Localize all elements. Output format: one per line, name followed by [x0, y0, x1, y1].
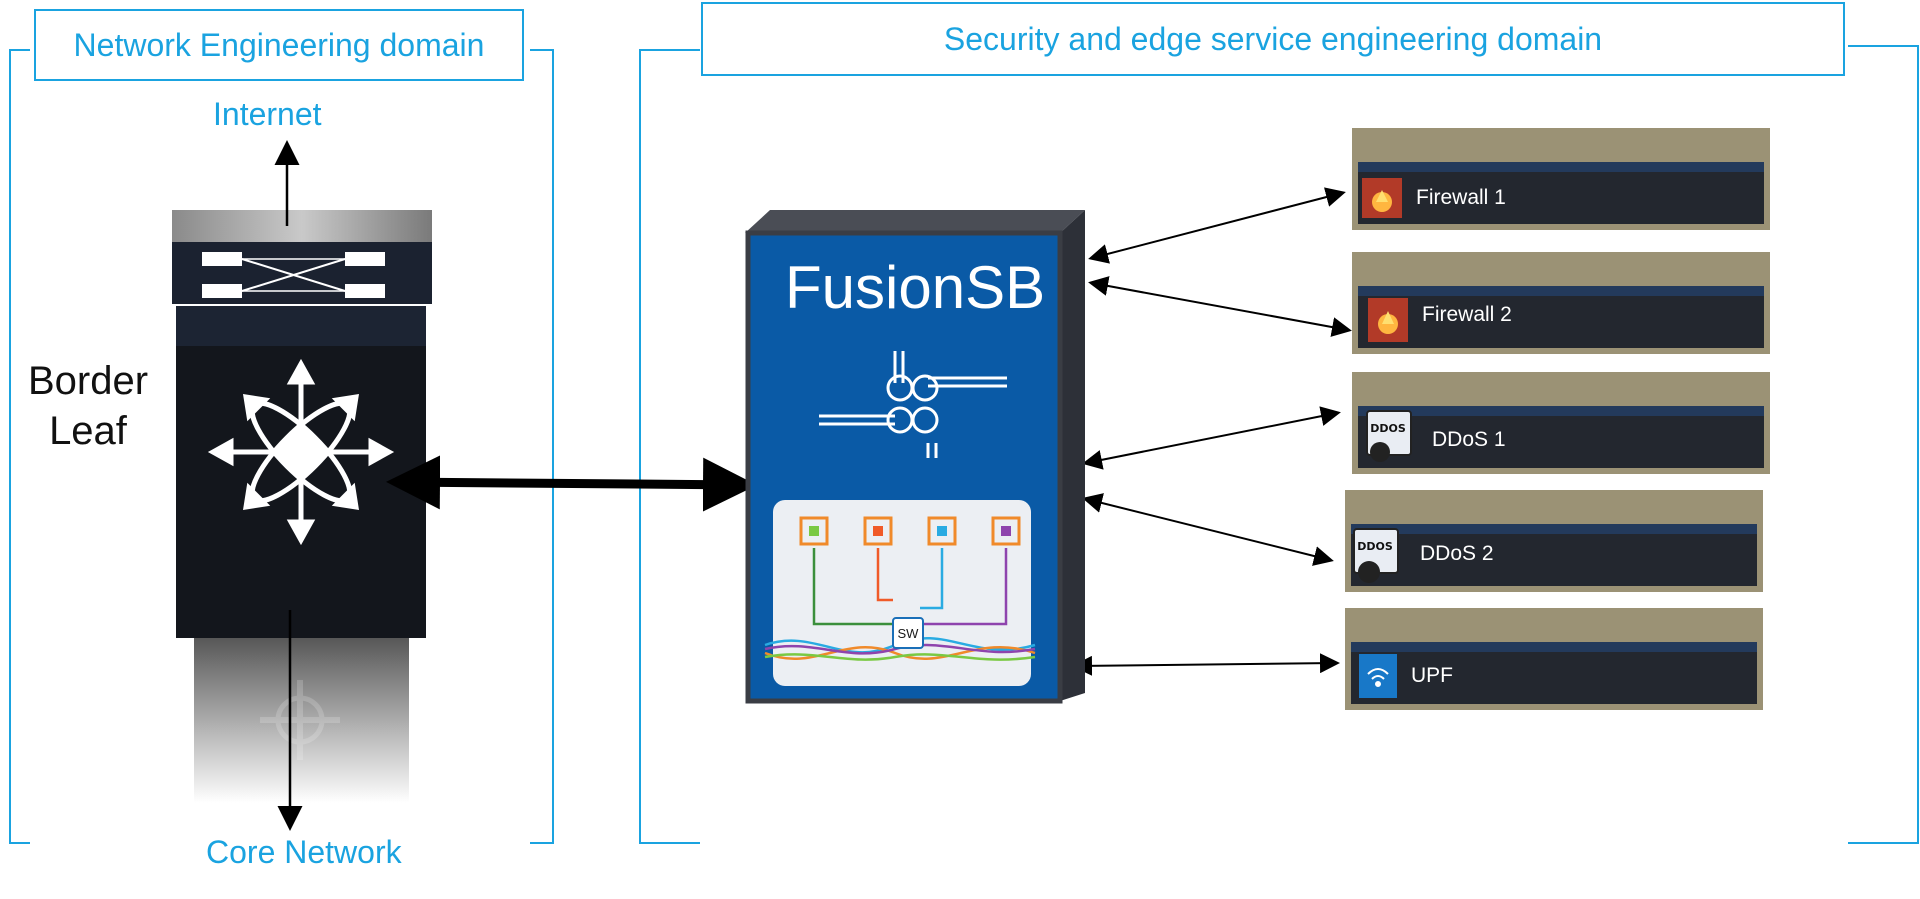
device-ddos-2: DDOS DDoS 2 — [1345, 490, 1763, 592]
device-label: UPF — [1411, 664, 1453, 687]
core-network-label: Core Network — [206, 834, 402, 870]
device-label: Firewall 2 — [1422, 303, 1512, 326]
fusionsb-title: FusionSB — [785, 254, 1046, 321]
device-ddos-1: DDOS DDoS 1 — [1352, 372, 1770, 474]
cpu-chips-icon — [799, 516, 1021, 546]
device-label: DDoS 2 — [1420, 542, 1494, 565]
network-domain-title: Network Engineering domain — [73, 27, 485, 63]
fusionsb-device: SW — [745, 210, 1085, 704]
chip-panel — [773, 500, 1031, 686]
firewall-icon — [1368, 298, 1408, 342]
crossbar-switch-icon — [819, 351, 1007, 458]
device-firewall-2: Firewall 2 — [1352, 252, 1770, 354]
security-domain-title: Security and edge service engineering do… — [943, 21, 1603, 57]
network-domain-box: Network Engineering domain — [34, 9, 524, 81]
svg-text:DDOS: DDOS — [1357, 540, 1393, 553]
border-leaf-label-line1: Border — [27, 359, 149, 403]
device-upf: UPF — [1345, 608, 1763, 710]
switch-chip-label: SW — [898, 626, 920, 641]
ddos-icon: DDOS — [1366, 410, 1414, 462]
border-leaf-label: Border Leaf — [18, 356, 158, 456]
internet-label: Internet — [213, 96, 322, 132]
wifi-icon — [1359, 654, 1397, 698]
reflected-star-icon — [260, 680, 340, 760]
border-leaf-label-line2: Leaf — [49, 409, 127, 453]
multilayer-switch-icon — [207, 358, 395, 546]
crossbar-icon — [202, 252, 385, 298]
device-label: DDoS 1 — [1432, 428, 1506, 451]
border-leaf-switch — [172, 210, 432, 803]
svg-text:DDOS: DDOS — [1370, 422, 1406, 435]
device-label: Firewall 1 — [1416, 186, 1506, 209]
chip-interconnect — [764, 548, 1036, 661]
security-domain-box: Security and edge service engineering do… — [701, 2, 1845, 76]
ddos-icon: DDOS — [1353, 528, 1401, 583]
switch-chip — [892, 617, 924, 649]
firewall-icon — [1362, 178, 1402, 218]
device-firewall-1: Firewall 1 — [1352, 128, 1770, 230]
